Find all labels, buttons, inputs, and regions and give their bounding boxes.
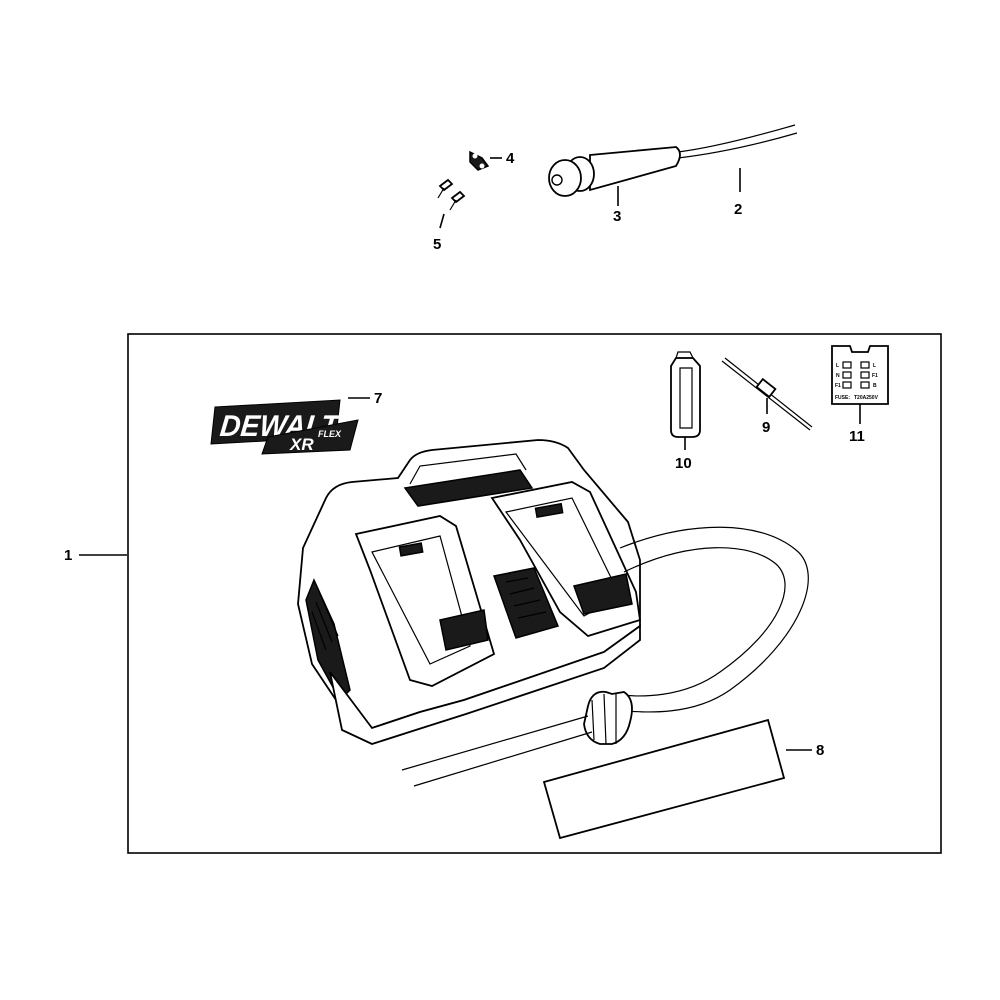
decal-f1-left: F1	[835, 383, 841, 389]
callout-4: 4	[506, 150, 515, 167]
assembly-1-frame	[127, 333, 942, 854]
part-7-dewalt-label: DEWALT XR FLEX	[210, 397, 370, 455]
part-4-cord-clamp	[469, 150, 502, 171]
part-2-power-cord	[669, 124, 798, 192]
decal-fuse-label: FUSE:	[835, 395, 850, 401]
part-8-cord-with-plug	[401, 526, 812, 840]
part-10-cover	[670, 351, 701, 450]
callout-9: 9	[762, 419, 770, 436]
xr-logo-text: XR	[289, 435, 314, 454]
decal-fuse-rating: T20A250V	[854, 395, 879, 401]
decal-f1-right: F1	[872, 373, 878, 379]
decal-b-right: B	[873, 383, 877, 389]
callout-8: 8	[816, 742, 824, 759]
callout-10: 10	[675, 455, 692, 472]
callout-11: 11	[849, 428, 865, 445]
charger-main-unit	[297, 439, 641, 745]
callout-1: 1	[64, 547, 72, 564]
part-11-wiring-decal: L L N F1 F1 B FUSE: T20A250V	[831, 345, 889, 424]
decal-l-right: L	[873, 363, 876, 369]
callout-2: 2	[734, 201, 742, 218]
part-3-cord-protector	[548, 146, 681, 206]
callout-7: 7	[374, 390, 382, 407]
part-9-fuse	[721, 357, 813, 431]
decal-n-left: N	[836, 373, 840, 379]
decal-l-left: L	[836, 363, 839, 369]
callout-5: 5	[433, 236, 441, 253]
flex-logo-text: FLEX	[318, 429, 342, 439]
callout-3: 3	[613, 208, 621, 225]
part-5-screws	[437, 178, 466, 229]
